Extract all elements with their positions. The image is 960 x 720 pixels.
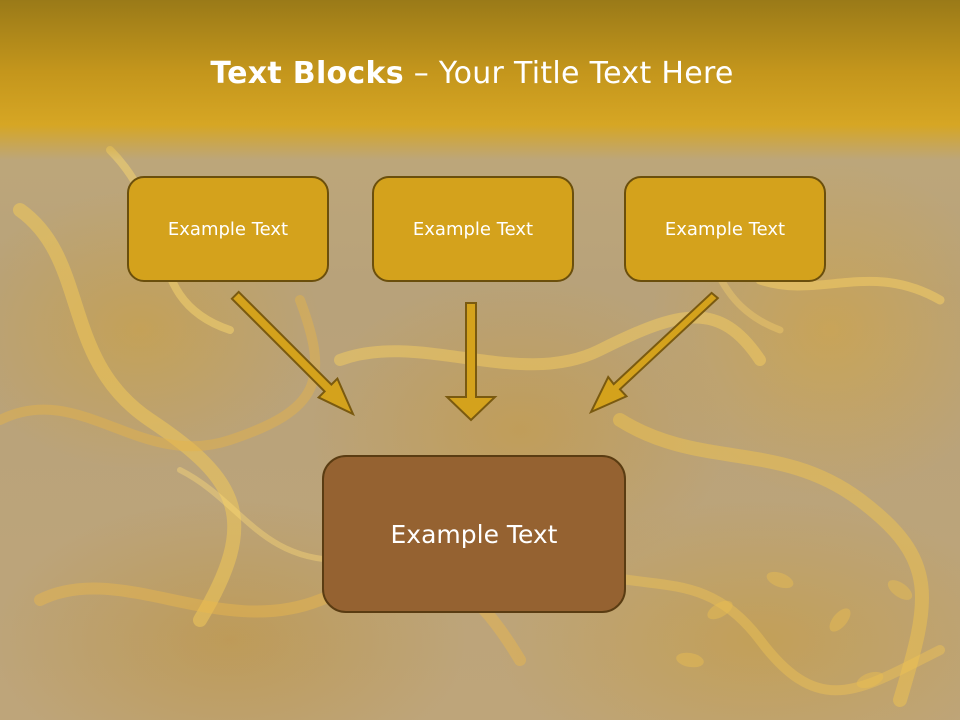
text-block-2[interactable]: Example Text xyxy=(372,176,574,282)
slide-title: Text Blocks – Your Title Text Here xyxy=(0,56,944,91)
text-block-2-label: Example Text xyxy=(412,218,534,240)
text-block-3-label: Example Text xyxy=(664,218,786,240)
title-bold-part: Text Blocks xyxy=(210,56,404,91)
target-text-block-label: Example Text xyxy=(390,519,558,549)
text-block-3[interactable]: Example Text xyxy=(624,176,826,282)
title-rest: Your Title Text Here xyxy=(438,56,734,91)
title-separator: – xyxy=(403,56,439,91)
arrow-right xyxy=(588,291,720,415)
arrow-center xyxy=(444,302,498,422)
target-text-block[interactable]: Example Text xyxy=(322,455,626,613)
text-block-1[interactable]: Example Text xyxy=(127,176,329,282)
arrow-left xyxy=(230,290,356,417)
text-block-1-label: Example Text xyxy=(167,218,289,240)
title-band xyxy=(0,0,960,160)
